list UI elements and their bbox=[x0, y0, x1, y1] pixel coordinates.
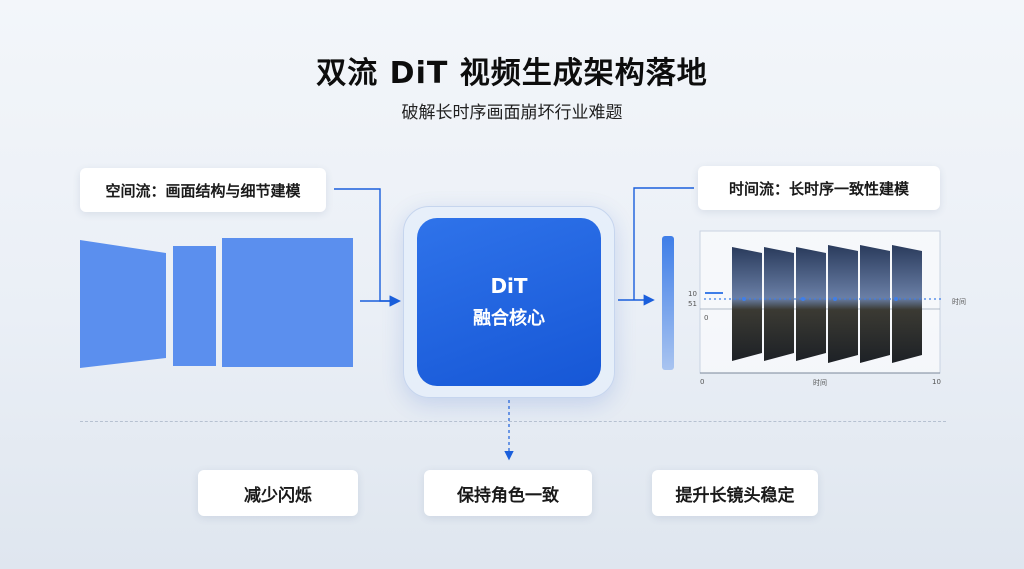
y-label-1: 10 bbox=[688, 290, 697, 298]
page-subtitle: 破解长时序画面崩坏行业难题 bbox=[401, 103, 623, 123]
section-divider bbox=[80, 421, 946, 422]
spatial-frame-3 bbox=[222, 238, 353, 367]
temporal-stream-label: 时间流：长时序一致性建模 bbox=[698, 166, 940, 210]
video-frames bbox=[732, 245, 922, 363]
spatial-frame-2 bbox=[173, 246, 216, 366]
video-frame-6 bbox=[892, 245, 922, 363]
row-time-label: 时间 bbox=[952, 298, 966, 306]
page-title: 双流 DiT 视频生成架构落地 bbox=[316, 56, 708, 91]
y-label-3: 0 bbox=[704, 314, 709, 322]
core-subtitle: 融合核心 bbox=[473, 308, 545, 329]
video-frame-1 bbox=[732, 247, 762, 361]
x-end-label: 10 bbox=[932, 378, 941, 386]
benefit-character-consistency: 保持角色一致 bbox=[424, 470, 592, 516]
benefit-long-shot-stability: 提升长镜头稳定 bbox=[652, 470, 818, 516]
video-frame-4 bbox=[828, 245, 858, 363]
video-frame-2 bbox=[764, 247, 794, 361]
dit-fusion-core: DiT 融合核心 bbox=[417, 218, 601, 386]
benefit-reduce-flicker: 减少闪烁 bbox=[198, 470, 358, 516]
y-label-2: 51 bbox=[688, 300, 697, 308]
x-axis-label: 时间 bbox=[813, 379, 827, 387]
temporal-connector bbox=[633, 187, 694, 300]
core-title: DiT bbox=[490, 274, 528, 298]
spatial-frame-1 bbox=[80, 240, 166, 368]
video-frame-5 bbox=[860, 245, 890, 363]
video-frame-3 bbox=[796, 247, 826, 361]
spatial-stream-label: 空间流：画面结构与细节建模 bbox=[80, 168, 326, 212]
time-progress-bar bbox=[662, 236, 674, 370]
x-start-label: 0 bbox=[700, 378, 705, 386]
